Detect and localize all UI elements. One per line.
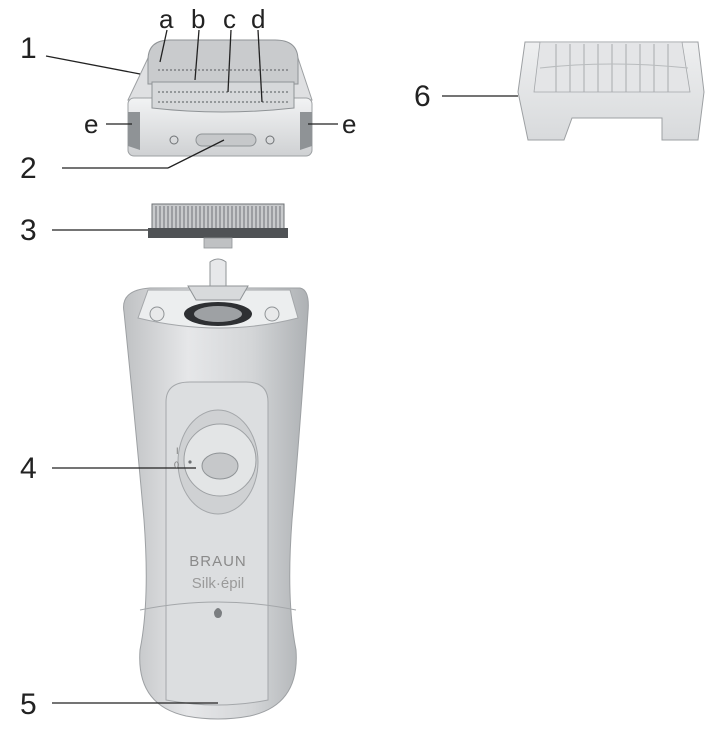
brand-logo-text: BRAUN [189, 553, 247, 570]
comb-attachment [518, 42, 704, 140]
switch-on-mark: I [176, 446, 179, 456]
callout-4: 4 [20, 452, 37, 485]
callout-e-right: e [342, 109, 356, 139]
callout-a: a [159, 4, 174, 34]
handle-body [124, 259, 309, 719]
cutter-block [148, 204, 288, 248]
callout-b: b [191, 4, 205, 34]
callout-2: 2 [20, 152, 37, 185]
callout-c: c [223, 4, 236, 34]
callout-d: d [251, 4, 265, 34]
model-name: Silk·épil [192, 575, 245, 592]
callout-1: 1 [20, 32, 37, 65]
switch-off-mark: 0 [174, 460, 179, 470]
shaver-head [128, 40, 312, 156]
callout-6: 6 [414, 80, 431, 113]
callout-e-left: e [84, 109, 98, 139]
callout-3: 3 [20, 214, 37, 247]
callout-5: 5 [20, 688, 37, 721]
